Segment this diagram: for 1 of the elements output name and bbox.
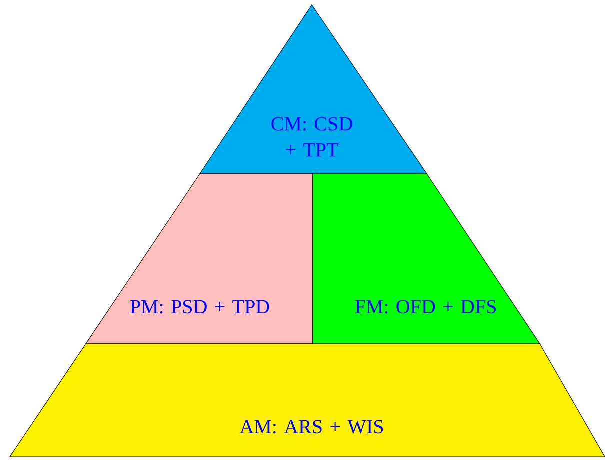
pyramid-section: FM: OFD + DFS xyxy=(312,174,541,344)
